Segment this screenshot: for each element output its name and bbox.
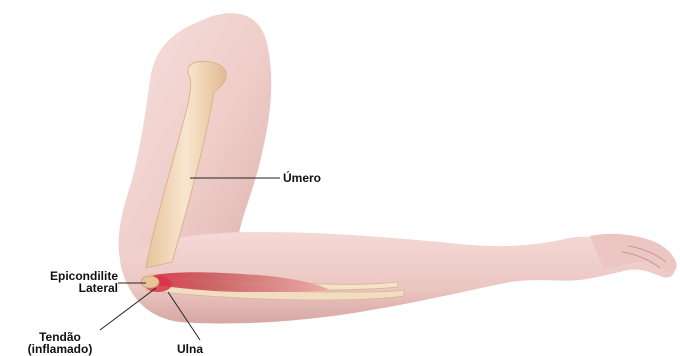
- lateral-epicondyle: [141, 276, 159, 288]
- label-tendao-inflamado: Tendão (inflamado): [4, 331, 116, 355]
- label-ulna: Ulna: [177, 343, 203, 355]
- label-tendao-line2: (inflamado): [4, 343, 116, 355]
- label-epicondilite-line2: Lateral: [6, 282, 118, 294]
- label-epicondilite-lateral: Epicondilite Lateral: [6, 270, 118, 294]
- label-umero: Úmero: [283, 172, 321, 184]
